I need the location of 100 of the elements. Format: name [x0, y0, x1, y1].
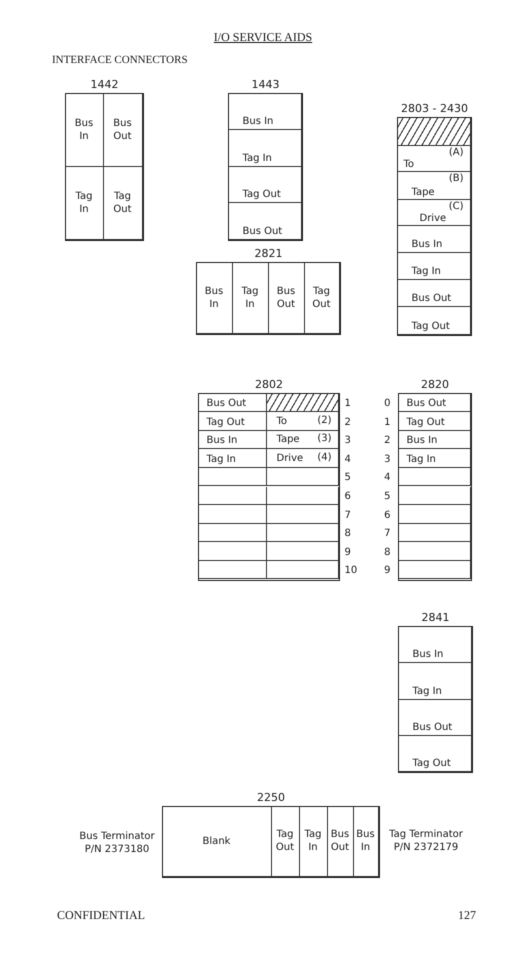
- connector-section: [198, 505, 266, 524]
- row-number: 1: [384, 416, 390, 429]
- signal-label: Tag In: [76, 190, 92, 216]
- hatched-section: [398, 118, 470, 146]
- row-number: 9: [344, 546, 351, 559]
- connector-section: [300, 806, 328, 876]
- row-number: 1: [344, 397, 351, 410]
- connector-number: 2821: [254, 247, 284, 260]
- connector-section: [398, 172, 470, 200]
- signal-label: Bus Out: [276, 284, 296, 310]
- connector-section: [398, 200, 470, 226]
- connector-section: [398, 662, 472, 700]
- position-mark: (B): [448, 172, 464, 184]
- signal-label: Tape: [412, 186, 435, 198]
- page-title: I/O SERVICE AIDS: [212, 30, 314, 45]
- connector-number: 2250: [256, 791, 286, 804]
- row-number: 9: [384, 564, 390, 578]
- row-number: 10: [344, 564, 358, 578]
- position-mark: (2): [317, 414, 332, 427]
- signal-label: Bus In: [356, 828, 375, 854]
- signal-label: Bus In: [406, 434, 438, 448]
- signal-label: Tag Out: [312, 284, 331, 310]
- connector-section: [398, 280, 470, 306]
- connector-section: [398, 626, 472, 662]
- connector-section: [198, 412, 266, 431]
- connector-section: [354, 806, 378, 876]
- row-number: 8: [384, 546, 390, 559]
- row-number: 2: [344, 416, 351, 429]
- connector-section: [398, 736, 472, 772]
- connector-section: [162, 806, 272, 876]
- signal-label: Bus Out: [412, 292, 452, 304]
- signal-label: Tag In: [206, 452, 236, 466]
- connector-section: [228, 166, 302, 202]
- signal-label: Bus In: [74, 116, 94, 142]
- signal-label: Bus Out: [206, 397, 246, 410]
- page-number: 127: [458, 908, 476, 923]
- signal-label: Tag Out: [206, 416, 245, 429]
- connector-number: 1443: [250, 78, 280, 91]
- signal-label: Tag In: [406, 452, 436, 466]
- connector-section: [198, 394, 266, 412]
- connector-section: [304, 262, 340, 334]
- signal-label: Blank: [202, 834, 230, 848]
- signal-label: Tag In: [242, 152, 272, 164]
- connector-section: [228, 130, 302, 166]
- signal-label: Bus Out: [412, 720, 452, 734]
- connector-section: [104, 94, 142, 166]
- signal-label: Tape: [276, 433, 300, 446]
- row-number: 7: [344, 508, 351, 522]
- signal-label: To: [404, 158, 414, 170]
- connector-section: [198, 468, 266, 486]
- row-number: 7: [384, 527, 390, 540]
- connector-section: [398, 252, 470, 280]
- signal-label: Bus Out: [113, 116, 132, 142]
- connector-section: [104, 166, 142, 240]
- signal-label: Bus In: [206, 434, 238, 448]
- signal-label: Tag Out: [113, 190, 132, 216]
- connector-section: [228, 202, 302, 240]
- row-number: 6: [384, 508, 390, 522]
- row-number: 6: [344, 490, 351, 504]
- part-note: Tag Terminator P/N 2372179: [388, 828, 464, 854]
- connector-number: 1442: [90, 78, 120, 91]
- connector-section: [272, 806, 300, 876]
- signal-label: Bus Out: [242, 224, 282, 238]
- connector-section: [198, 542, 266, 561]
- signal-label: Tag In: [242, 284, 258, 310]
- footer-text: CONFIDENTIAL: [57, 908, 145, 923]
- row-number: 3: [344, 434, 351, 448]
- signal-label: To: [276, 414, 288, 428]
- connector-section: [198, 430, 266, 450]
- connector-section: [398, 226, 470, 252]
- connector-section: [398, 306, 470, 334]
- connector-section: [268, 262, 304, 334]
- signal-label: Bus In: [242, 114, 274, 128]
- position-mark: (C): [448, 200, 464, 212]
- signal-label: Tag Out: [412, 320, 450, 332]
- row-number: 0: [384, 397, 390, 410]
- signal-label: Tag Out: [412, 756, 451, 770]
- signal-label: Tag Out: [242, 188, 281, 200]
- connector-section: [398, 146, 470, 172]
- signal-label: Drive: [276, 452, 304, 465]
- connector-section: [198, 560, 266, 580]
- row-number: 5: [384, 490, 390, 504]
- row-number: 2: [384, 434, 390, 448]
- connector-section: [196, 262, 232, 334]
- signal-label: Bus In: [204, 284, 224, 310]
- signal-label: Tag In: [412, 684, 442, 698]
- signal-label: Bus In: [412, 238, 442, 250]
- signal-label: Tag In: [412, 264, 441, 278]
- signal-label: Bus In: [412, 648, 444, 660]
- section-heading: INTERFACE CONNECTORS: [52, 54, 188, 66]
- connector-number: 2802: [254, 378, 284, 391]
- row-number: 8: [344, 527, 351, 540]
- connector-section: [228, 94, 302, 130]
- position-mark: (4): [317, 450, 332, 464]
- position-mark: (3): [317, 432, 332, 446]
- row-number: 4: [344, 452, 351, 466]
- signal-label: Bus Out: [406, 397, 446, 410]
- signal-label: Tag In: [304, 828, 322, 854]
- connector-section: [328, 806, 354, 876]
- connector-section: [66, 166, 104, 240]
